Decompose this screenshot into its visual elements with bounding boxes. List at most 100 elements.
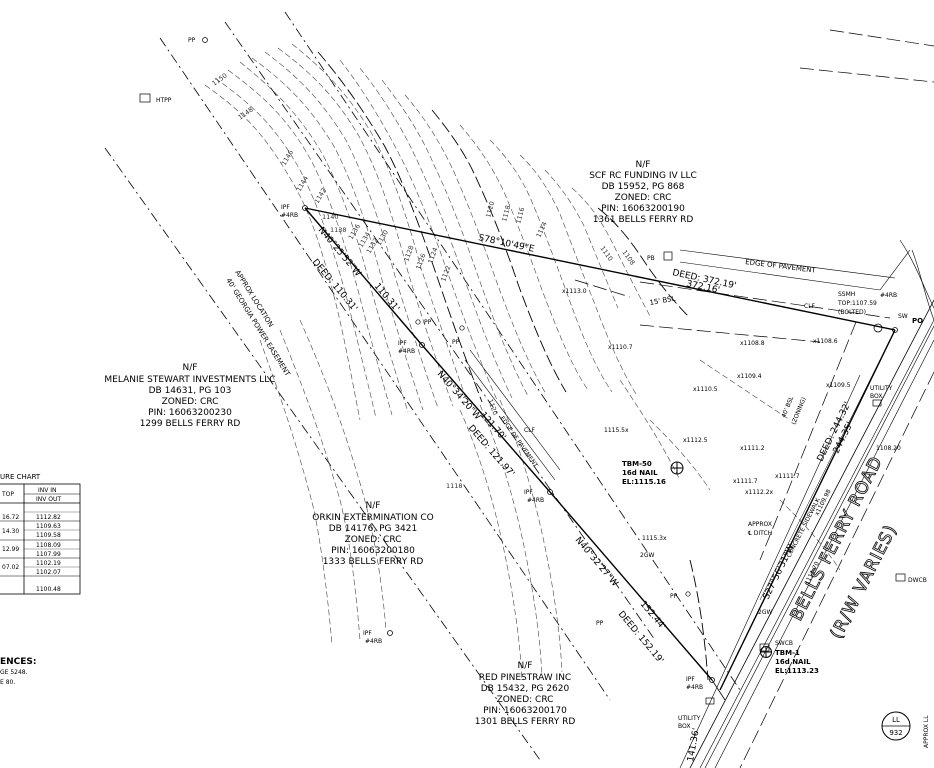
svg-text:UTILITY: UTILITY — [678, 715, 701, 722]
ditch-label: APPROX — [748, 521, 772, 528]
svg-text:16d NAIL: 16d NAIL — [622, 469, 658, 477]
ditch-label-2: ℄ DITCH — [748, 530, 772, 537]
svg-text:x1109.5: x1109.5 — [826, 382, 851, 389]
references-title: ENCES: — [0, 657, 37, 667]
svg-text:1299 BELLS FERRY RD: 1299 BELLS FERRY RD — [140, 419, 241, 429]
svg-text:(BOLTED): (BOLTED) — [838, 309, 866, 316]
edge-of-pavement-north — [574, 249, 911, 319]
svg-text:ZONED: CRC: ZONED: CRC — [345, 535, 402, 545]
ipf-marker-s — [709, 677, 715, 683]
svg-text:1100.48: 1100.48 — [36, 586, 61, 593]
svg-text:LL: LL — [892, 716, 900, 724]
svg-text:1114: 1114 — [535, 220, 549, 238]
svg-text:DB 15952, PG 868: DB 15952, PG 868 — [602, 182, 685, 192]
svg-text:1301 BELLS FERRY RD: 1301 BELLS FERRY RD — [475, 717, 576, 727]
bsl-40-line — [759, 321, 857, 561]
svg-text:RED PINESTRAW INC: RED PINESTRAW INC — [479, 673, 571, 683]
svg-text:BOX: BOX — [870, 393, 882, 400]
svg-text:DB 14176, PG 3421: DB 14176, PG 3421 — [329, 524, 417, 534]
svg-text:PIN: 16063200190: PIN: 16063200190 — [601, 204, 685, 214]
references: ENCES: GE 5248. E 80. — [0, 657, 37, 686]
svg-text:SSMH: SSMH — [838, 291, 855, 298]
svg-text:DB 15432, PG 2620: DB 15432, PG 2620 — [481, 684, 570, 694]
svg-text:N/F: N/F — [636, 160, 651, 170]
owner-melanie: N/F MELANIE STEWART INVESTMENTS LLC DB 1… — [104, 363, 275, 429]
svg-text:1118: 1118 — [446, 482, 463, 490]
htpp-icon — [139, 93, 151, 103]
bsl-15-label: 15' BSL — [649, 295, 676, 307]
svg-text:CLF: CLF — [524, 427, 536, 434]
svg-text:1115.3x: 1115.3x — [642, 535, 667, 542]
svg-text:932: 932 — [889, 729, 902, 737]
svg-text:1120: 1120 — [484, 200, 496, 218]
svg-text:SCF RC FUNDING IV LLC: SCF RC FUNDING IV LLC — [589, 171, 697, 181]
svg-text:N/F: N/F — [366, 501, 381, 511]
power-pole-icon — [415, 319, 421, 325]
svg-text:GE 5248.: GE 5248. — [0, 669, 28, 676]
svg-text:12.99: 12.99 — [2, 546, 19, 553]
svg-text:N/F: N/F — [518, 661, 533, 671]
svg-text:16.72: 16.72 — [2, 514, 19, 521]
svg-text:1109.63: 1109.63 — [36, 523, 61, 530]
svg-text:ZONED: CRC: ZONED: CRC — [615, 193, 672, 203]
svg-text:1110: 1110 — [598, 245, 614, 263]
poc-label: PO — [912, 317, 923, 325]
ipf-marker-ne — [892, 327, 898, 333]
svg-text:x1109.4: x1109.4 — [737, 373, 762, 380]
svg-text:1107.99: 1107.99 — [36, 551, 61, 558]
bearing-labels: S78°10'49"E DEED: 372.19' 372.16' N40°25… — [310, 226, 856, 763]
svg-text:1130: 1130 — [375, 229, 390, 247]
svg-text:ORKIN EXTERMINATION CO: ORKIN EXTERMINATION CO — [312, 513, 433, 523]
ipf-marker-sw — [547, 489, 553, 495]
swcb-icon — [759, 643, 770, 652]
property-boundary — [304, 207, 896, 701]
svg-text:1108.20: 1108.20 — [876, 445, 901, 452]
svg-text:1138: 1138 — [330, 226, 347, 234]
svg-text:1128: 1128 — [402, 244, 415, 262]
svg-text:1118: 1118 — [500, 204, 512, 222]
svg-text:PP: PP — [424, 319, 432, 326]
svg-text:DWCB: DWCB — [908, 577, 927, 584]
edge-of-pavement-label: EDGE OF PAVEMENT — [745, 258, 817, 275]
svg-text:TOP:1107.59: TOP:1107.59 — [837, 300, 877, 307]
svg-text:1112.82: 1112.82 — [36, 514, 61, 521]
monuments: IPF #4RB IPF #4RB IPF #4RB IPF #4RB IPF … — [281, 204, 923, 691]
svg-text:#4RB: #4RB — [365, 638, 382, 645]
owner-scf: N/F SCF RC FUNDING IV LLC DB 15952, PG 8… — [589, 160, 697, 225]
svg-text:TBM-50: TBM-50 — [622, 460, 652, 468]
structure-chart: URE CHART TOP INV IN INV OUT 16.72 1112.… — [0, 473, 81, 595]
svg-text:PIN: 16063200180: PIN: 16063200180 — [331, 546, 415, 556]
svg-text:x1112.5: x1112.5 — [683, 437, 708, 444]
svg-text:1361 BELLS FERRY RD: 1361 BELLS FERRY RD — [593, 215, 694, 225]
contour-lines — [204, 43, 841, 681]
owner-red-pinestraw: N/F RED PINESTRAW INC DB 15432, PG 2620 … — [475, 661, 576, 727]
spot-elevations: x1113.0 x1110.7 x1108.8 x1108.6 x1110.5 … — [562, 288, 901, 586]
svg-text:#4RB: #4RB — [398, 348, 415, 355]
svg-text:1142: 1142 — [313, 187, 328, 205]
svg-text:BOX: BOX — [678, 723, 690, 730]
svg-text:ZONED: CRC: ZONED: CRC — [497, 695, 554, 705]
svg-text:x1111.7: x1111.7 — [733, 478, 758, 485]
svg-text:TOP: TOP — [1, 491, 14, 498]
tbm-1: TBM-1 16d NAIL EL:1113.23 — [760, 646, 819, 675]
nw-meas: 110.31' — [372, 282, 401, 314]
svg-text:14.30: 14.30 — [2, 528, 19, 535]
ssmh-icon — [873, 323, 883, 333]
svg-text:x1113.0: x1113.0 — [562, 288, 587, 295]
svg-text:1116: 1116 — [514, 206, 526, 224]
svg-text:IPF: IPF — [281, 204, 290, 211]
svg-text:1140: 1140 — [322, 213, 339, 221]
svg-text:x1110.7: x1110.7 — [608, 344, 633, 351]
power-pole-icon — [202, 37, 208, 43]
ipf-marker-nw — [302, 205, 308, 211]
svg-text:1115.5x: 1115.5x — [604, 427, 629, 434]
svg-text:INV OUT: INV OUT — [36, 496, 61, 503]
svg-text:07.02: 07.02 — [2, 564, 19, 571]
pull-box-icon — [663, 251, 673, 261]
svg-text:1124: 1124 — [426, 246, 439, 264]
svg-text:1108.09: 1108.09 — [36, 542, 61, 549]
svg-text:x1110.5: x1110.5 — [693, 386, 718, 393]
dwcb-icon — [895, 573, 906, 582]
svg-text:PP: PP — [596, 620, 604, 627]
svg-text:#4RB: #4RB — [880, 292, 897, 299]
